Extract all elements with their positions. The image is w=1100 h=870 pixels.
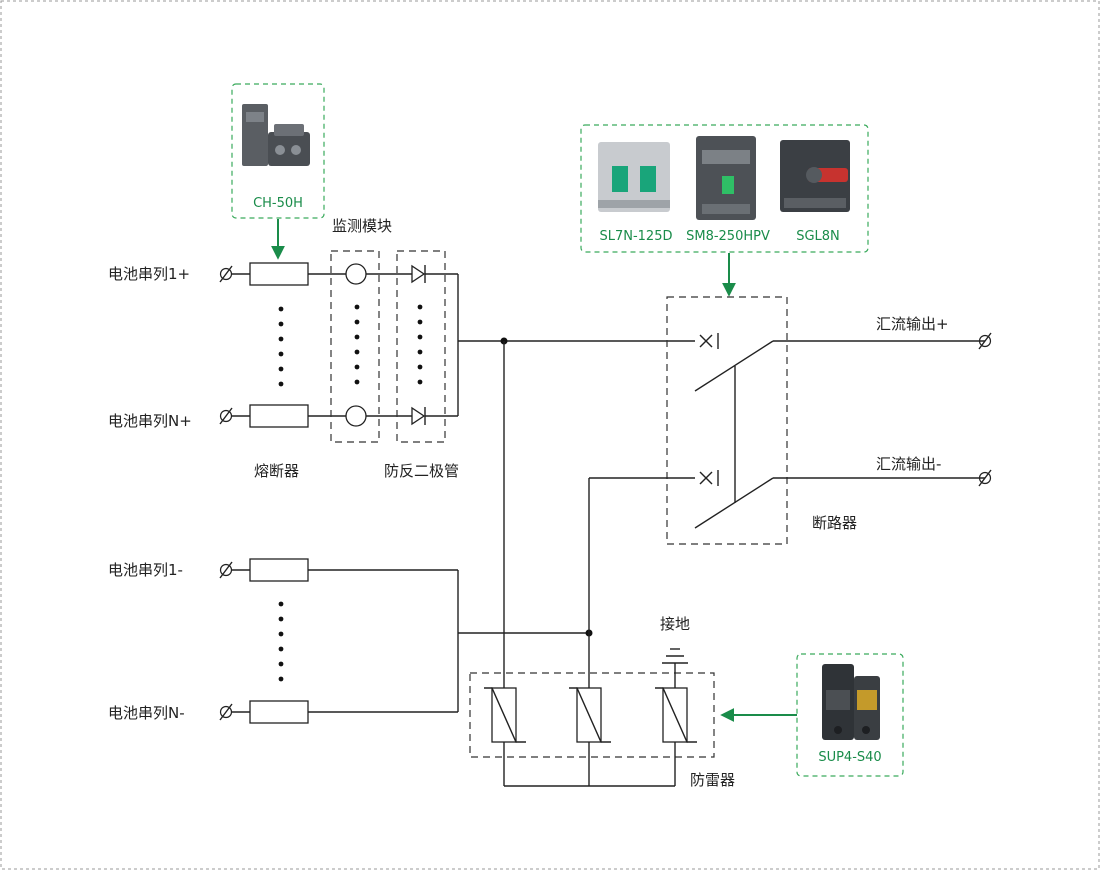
spd-image <box>822 664 880 740</box>
spd-callout: SUP4-S40 <box>720 653 904 777</box>
label-ground: 接地 <box>660 615 690 633</box>
breaker-contact-neg <box>699 470 719 486</box>
label-out-neg: 汇流输出- <box>876 455 941 473</box>
terminal-out-neg <box>978 469 992 487</box>
diode-module-box <box>396 250 446 443</box>
terminal-1-pos <box>219 265 233 283</box>
fuse-n-neg <box>249 700 309 724</box>
varistor-2 <box>569 687 611 743</box>
surge-protector: 接地 防雷器 <box>469 341 735 789</box>
monitor-sensor-1 <box>345 263 367 285</box>
fuse-1-neg <box>249 558 309 582</box>
label-fuse: 熔断器 <box>254 462 299 480</box>
varistor-3 <box>655 687 697 743</box>
label-out-pos: 汇流输出+ <box>876 315 949 333</box>
spd-box <box>469 672 715 758</box>
fuse-n-pos <box>249 404 309 428</box>
label-string-n-pos: 电池串列N+ <box>108 412 192 430</box>
monitor-module-box <box>330 250 380 443</box>
breaker-3-model: SGL8N <box>796 229 840 244</box>
label-string-1-neg: 电池串列1- <box>108 561 183 579</box>
breaker-2-model: SM8-250HPV <box>686 229 770 244</box>
diode-1 <box>411 264 426 284</box>
terminal-n-pos <box>219 407 233 425</box>
label-spd: 防雷器 <box>690 771 735 789</box>
label-breaker: 断路器 <box>812 514 857 532</box>
fuse-1-pos <box>249 262 309 286</box>
monitor-sensor-n <box>345 405 367 427</box>
terminal-n-neg <box>219 703 233 721</box>
ellipsis-diodes <box>417 304 423 385</box>
label-string-n-neg: 电池串列N- <box>108 704 185 722</box>
fuse-holder-model: CH-50H <box>253 196 303 211</box>
breaker-box <box>666 296 788 545</box>
varistor-1 <box>484 687 526 743</box>
breaker-sgl8n-image <box>780 140 850 212</box>
ellipsis-fuses-pos <box>278 306 284 387</box>
terminal-out-pos <box>978 332 992 350</box>
fuse-holder-callout: CH-50H <box>231 83 325 260</box>
label-string-1-pos: 电池串列1+ <box>108 265 190 283</box>
negative-inputs: 电池串列1- 电池串列N- <box>108 558 593 724</box>
ground-symbol <box>662 648 688 664</box>
label-diode: 防反二极管 <box>384 462 459 480</box>
outputs: 汇流输出+ 汇流输出- <box>876 315 992 487</box>
terminal-1-neg <box>219 561 233 579</box>
label-monitor: 监测模块 <box>332 217 392 235</box>
spd-model: SUP4-S40 <box>818 750 881 765</box>
breaker-callout: SL7N-125D SM8-250HPV SGL8N <box>580 124 869 297</box>
ellipsis-fuses-neg <box>278 601 284 682</box>
breaker-1-model: SL7N-125D <box>599 229 672 244</box>
breaker-sl7n-image <box>598 142 670 212</box>
breaker-contact-pos <box>699 333 719 349</box>
diode-n <box>411 406 426 426</box>
ellipsis-monitor <box>354 304 360 385</box>
fuse-holder-image <box>242 104 310 166</box>
positive-inputs: 电池串列1+ 电池串列N+ <box>108 217 695 480</box>
breaker-sm8-image <box>696 136 756 220</box>
breaker: 断路器 <box>588 296 985 688</box>
